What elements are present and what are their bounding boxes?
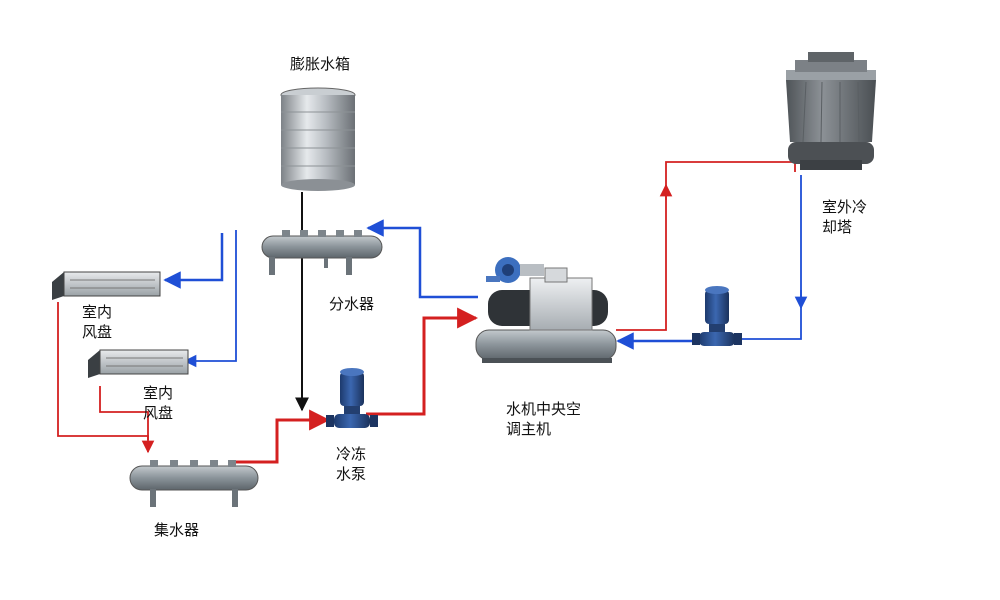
indoor-fan-coil-1-label: 室内 风盘 — [82, 303, 113, 341]
chilled-water-pump — [326, 368, 378, 428]
return-pipe-collector-to-pump — [228, 409, 331, 464]
supply-pipe-chiller-to-distributor — [366, 219, 478, 299]
supply-pipe-to-coil-2 — [183, 230, 237, 368]
return-pipe-pump-to-chiller — [366, 307, 479, 416]
indoor-fan-coil-2-label: 室内 风盘 — [143, 384, 174, 422]
water-distributor — [261, 230, 383, 275]
indoor-fan-coil-1 — [52, 271, 161, 300]
return-pipe-coil-2 — [99, 386, 149, 440]
water-collector — [129, 460, 259, 507]
chiller-main-unit-label: 水机中央空 调主机 — [506, 400, 582, 438]
cooling-tower-label: 室外冷 却塔 — [822, 198, 868, 236]
condenser-water-pump — [692, 286, 742, 346]
condenser-pipe-to-tower — [616, 161, 796, 331]
indoor-fan-coil-2 — [88, 349, 189, 378]
condenser-pipe-from-tower — [738, 175, 802, 340]
chiller-main-unit — [475, 257, 617, 363]
return-pipe-coil-1 — [57, 302, 155, 454]
supply-pipe-to-coil-1 — [163, 233, 224, 289]
water-distributor-label: 分水器 — [329, 295, 375, 313]
expansion-tank-label: 膨胀水箱 — [290, 55, 351, 73]
cooling-tower — [786, 52, 876, 170]
expansion-tank — [280, 87, 356, 191]
chilled-water-pump-label: 冷冻 水泵 — [336, 445, 367, 483]
water-collector-label: 集水器 — [154, 521, 200, 539]
